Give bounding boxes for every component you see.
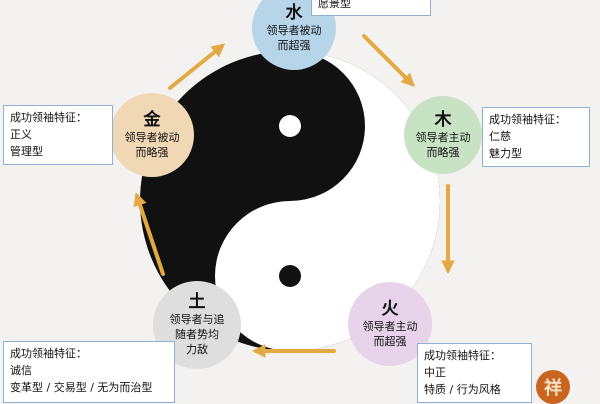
wood-node: 木 领导者主动 而略强: [404, 96, 482, 174]
earth-desc-line-1: 领导者与追: [169, 313, 225, 326]
wood-trait-2: 魅力型: [489, 147, 522, 160]
arrow-water-to-wood: [362, 34, 415, 87]
water-trait: 愿景型: [318, 0, 351, 10]
yang-dot: [279, 115, 301, 137]
yang-half: [215, 51, 440, 351]
earth-desc-line-2: 随者势均: [175, 328, 219, 341]
generation-cycle-arrows: [133, 34, 455, 358]
wood-trait-1: 仁慈: [489, 130, 511, 143]
fire-trait-1: 中正: [424, 366, 446, 379]
metal-trait-1: 正义: [10, 128, 32, 141]
water-desc-line-1: 领导者被动: [266, 23, 322, 37]
fire-trait-heading: 成功领袖特征：: [424, 349, 501, 362]
arrow-earth-to-metal: [133, 192, 165, 276]
water-glyph: 水: [285, 2, 303, 23]
wood-glyph: 木: [434, 109, 452, 130]
wood-traits-box: 成功领袖特征： 仁慈 魅力型: [482, 107, 590, 167]
fire-glyph: 火: [381, 298, 399, 319]
metal-glyph: 金: [143, 109, 161, 130]
arrow-metal-to-water: [168, 43, 226, 90]
earth-trait-2: 变革型 / 交易型 / 无为而治型: [10, 381, 153, 394]
fire-traits-box: 成功领袖特征： 中正 特质 / 行为风格: [417, 343, 532, 403]
fire-desc-line-1: 领导者主动: [362, 319, 418, 333]
fire-node: 火 领导者主动 而超强: [348, 282, 432, 366]
wood-desc-line-2: 而略强: [426, 145, 460, 159]
metal-desc-line-2: 而略强: [135, 145, 169, 159]
fire-desc-line-2: 而超强: [373, 334, 407, 348]
water-traits-box: 愿景型: [311, 0, 431, 16]
fire-trait-2: 特质 / 行为风格: [424, 383, 501, 396]
yin-dot: [279, 265, 301, 287]
wood-trait-heading: 成功领袖特征：: [489, 113, 566, 126]
earth-desc-line-3: 力敌: [186, 343, 208, 356]
metal-trait-2: 管理型: [10, 145, 43, 158]
metal-desc-line-1: 领导者被动: [124, 130, 180, 144]
earth-traits-box: 成功领袖特征： 诚信 变革型 / 交易型 / 无为而治型: [3, 341, 175, 403]
water-desc-line-2: 而超强: [277, 38, 311, 52]
earth-glyph: 土: [188, 292, 206, 312]
metal-node: 金 领导者被动 而略强: [110, 93, 194, 177]
wood-desc-line-1: 领导者主动: [415, 130, 471, 144]
earth-trait-heading: 成功领袖特征：: [10, 347, 87, 360]
seal-logo: 祥: [536, 370, 570, 404]
metal-trait-heading: 成功领袖特征：: [10, 111, 87, 124]
metal-traits-box: 成功领袖特征： 正义 管理型: [3, 105, 113, 165]
yin-yang-symbol: [140, 51, 440, 351]
earth-trait-1: 诚信: [10, 364, 32, 377]
